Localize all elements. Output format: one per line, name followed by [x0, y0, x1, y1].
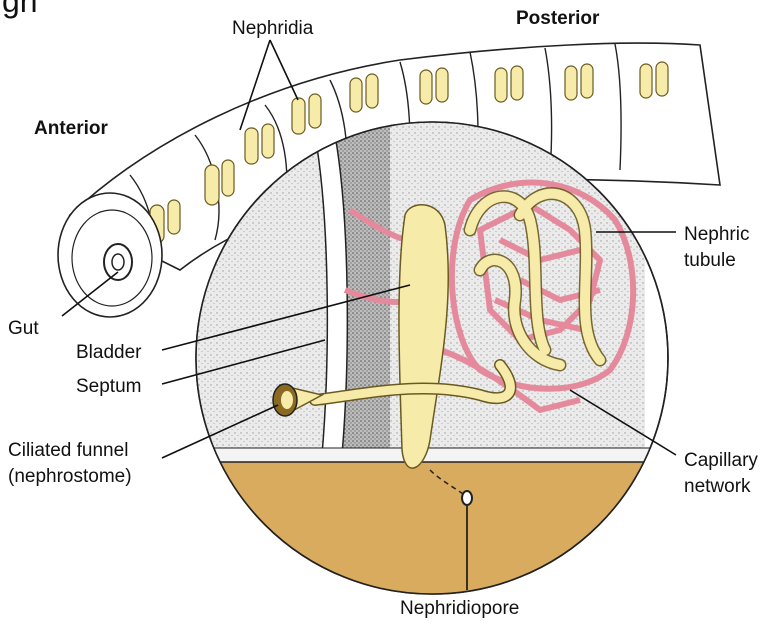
label-anterior: Anterior	[34, 118, 109, 139]
label-gut: Gut	[8, 318, 39, 339]
label-ciliated-funnel-line1: Ciliated funnel	[8, 440, 128, 461]
label-nephric-tubule-line2: tubule	[684, 250, 736, 271]
label-posterior: Posterior	[516, 8, 600, 29]
label-nephric-tubule-line1: Nephric	[684, 224, 749, 245]
label-nephridia: Nephridia	[232, 18, 314, 39]
nephridiopore-opening	[462, 491, 472, 505]
label-nephridiopore: Nephridiopore	[400, 598, 519, 619]
label-top-cut-off: gn	[2, 0, 38, 19]
label-capillary-network-line1: Capillary	[684, 450, 758, 471]
label-ciliated-funnel-line2: (nephrostome)	[8, 466, 132, 487]
anterior-cross-section	[58, 193, 162, 317]
label-bladder: Bladder	[76, 342, 142, 363]
body-wall-tan	[190, 462, 650, 600]
label-septum: Septum	[76, 376, 141, 397]
label-capillary-network-line2: network	[684, 476, 751, 497]
